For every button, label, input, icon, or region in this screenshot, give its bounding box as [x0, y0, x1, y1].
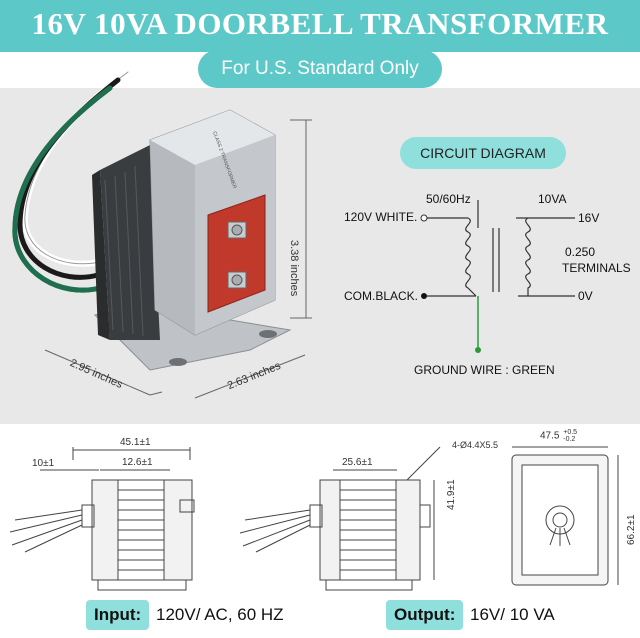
top-width-dimension: 47.5 +0.5 -0.2 — [540, 429, 577, 443]
wires-graphic — [12, 69, 131, 293]
output-16v-label: 16V — [578, 211, 600, 225]
frequency-label: 50/60Hz — [426, 192, 471, 206]
side-core-dimension: 12.6±1 — [122, 457, 153, 468]
side-offset-dimension: 10±1 — [32, 458, 55, 469]
terminals-text-label: TERMINALS — [562, 261, 631, 275]
secondary-coil — [525, 217, 531, 296]
header-banner: 16V 10VA DOORBELL TRANSFORMER — [0, 0, 640, 52]
white-terminal-node — [420, 214, 428, 222]
output-spec-label: Output: — [386, 600, 464, 630]
output-spec-value: 16V/ 10 VA — [470, 605, 555, 624]
mounting-hole-dimension: 4-Ø4.4X5.5 — [452, 440, 499, 450]
front-view-drawing — [239, 446, 441, 591]
transformer-core — [92, 145, 160, 340]
side-view-drawing — [9, 447, 195, 591]
input-spec-value: 120V/ AC, 60 HZ — [156, 605, 284, 624]
page-title: 16V 10VA DOORBELL TRANSFORMER — [31, 6, 609, 41]
output-0v-label: 0V — [578, 289, 593, 303]
terminal-plate — [207, 194, 266, 313]
black-terminal-node — [421, 293, 427, 299]
subtitle-badge: For U.S. Standard Only — [198, 50, 442, 88]
primary-coil — [465, 217, 477, 297]
ground-terminal-node — [475, 347, 481, 353]
top-width-value: 47.5 — [540, 430, 560, 442]
top-width-tolerance-upper: +0.5 — [563, 429, 578, 436]
top-height-dimension: 66.2±1 — [626, 514, 637, 545]
ground-wire-label: GROUND WIRE : GREEN — [414, 363, 555, 377]
front-height-dimension: 41.9±1 — [446, 479, 457, 510]
dimension-lines — [44, 119, 312, 399]
input-spec-label: Input: — [86, 600, 150, 630]
circuit-diagram-title: CIRCUIT DIAGRAM — [400, 137, 566, 169]
rating-label: 10VA — [538, 192, 567, 206]
input-white-label: 120V WHITE. — [344, 210, 418, 224]
top-view-drawing — [511, 446, 619, 586]
side-width-dimension: 45.1±1 — [120, 437, 151, 448]
top-width-tolerance-lower: -0.2 — [563, 436, 576, 443]
input-black-label: COM.BLACK. — [344, 289, 419, 303]
front-core-dimension: 25.6±1 — [342, 457, 373, 468]
terminals-value-label: 0.250 — [565, 245, 596, 259]
